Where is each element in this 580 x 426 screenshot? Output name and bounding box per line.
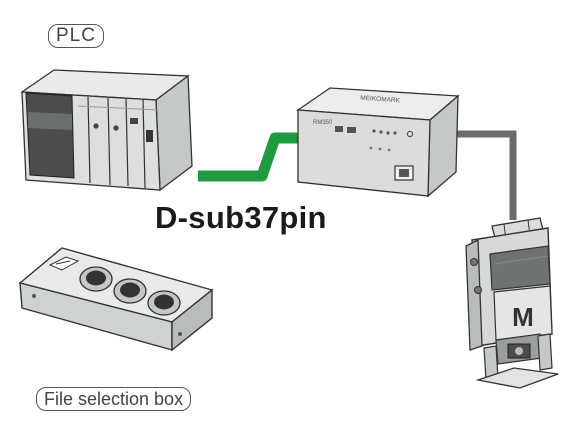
marker-logo: M <box>512 302 534 332</box>
file-selection-box-label: File selection box <box>36 387 192 411</box>
controller-brand-label: MEIKOMARK <box>360 95 401 105</box>
cable-label: D-sub37pin <box>155 200 327 235</box>
controller-unit: MEIKOMARK RM350 <box>296 87 460 198</box>
selector-button-2 <box>113 278 147 304</box>
controller-model-label: RM350 <box>313 120 333 126</box>
dsub-cable <box>198 132 300 182</box>
marker-head: M <box>465 217 559 389</box>
plc-label: PLC <box>48 24 104 48</box>
signal-cable <box>455 130 517 220</box>
selector-button-3 <box>147 290 181 316</box>
plc-unit <box>20 69 193 192</box>
file-selection-box <box>18 247 214 352</box>
selector-button-1 <box>79 266 113 292</box>
